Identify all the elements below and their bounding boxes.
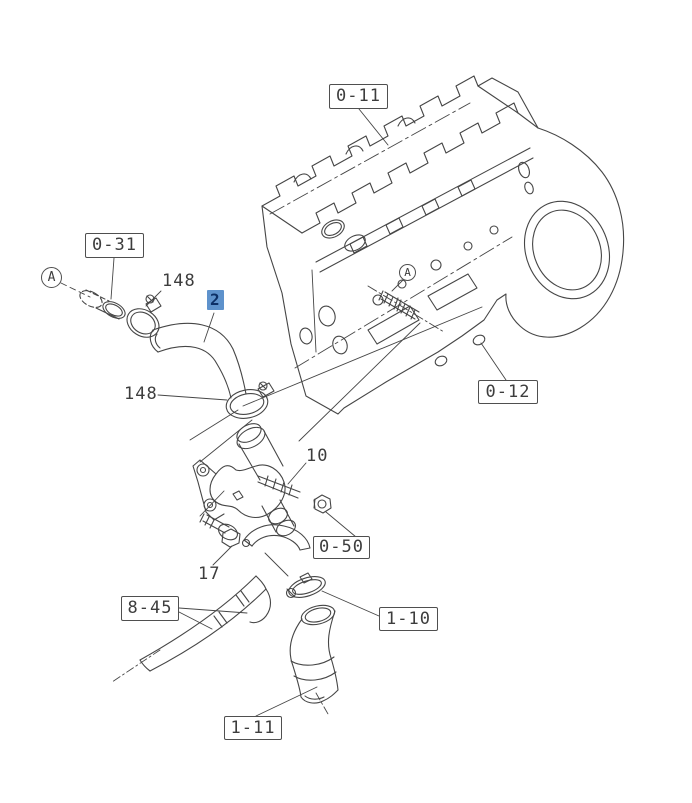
ref-box-8-45[interactable]: 8-45 xyxy=(121,596,179,621)
callout-17[interactable]: 17 xyxy=(198,564,221,584)
callout-148-lower[interactable]: 148 xyxy=(124,384,158,404)
callout-2-highlighted[interactable]: 2 xyxy=(207,290,224,310)
thermostat-housing xyxy=(192,423,311,551)
ref-box-1-11[interactable]: 1-11 xyxy=(224,716,282,740)
flange-nut xyxy=(313,494,332,514)
bypass-hose xyxy=(111,575,272,683)
ref-box-0-50[interactable]: 0-50 xyxy=(313,536,370,559)
ref-box-0-12[interactable]: 0-12 xyxy=(478,380,538,404)
view-marker-a-engine: A xyxy=(399,264,416,281)
bolt-17 xyxy=(199,513,241,548)
leader-lines xyxy=(110,108,507,717)
outlet-clamp xyxy=(285,572,326,599)
engine-drawing xyxy=(261,75,625,415)
callout-148-upper[interactable]: 148 xyxy=(162,271,196,291)
inlet-stub xyxy=(60,282,126,320)
hose-clamp-upper xyxy=(126,294,162,338)
water-hose-2 xyxy=(149,322,247,399)
ref-box-0-31[interactable]: 0-31 xyxy=(85,233,144,258)
callout-10[interactable]: 10 xyxy=(306,446,329,466)
mounting-stud xyxy=(367,279,445,333)
view-marker-a-left: A xyxy=(41,267,62,288)
ref-box-1-10[interactable]: 1-10 xyxy=(379,607,438,631)
lower-hose xyxy=(289,604,339,715)
hose-clamp-lower xyxy=(225,381,275,419)
ref-box-0-11[interactable]: 0-11 xyxy=(329,84,388,109)
